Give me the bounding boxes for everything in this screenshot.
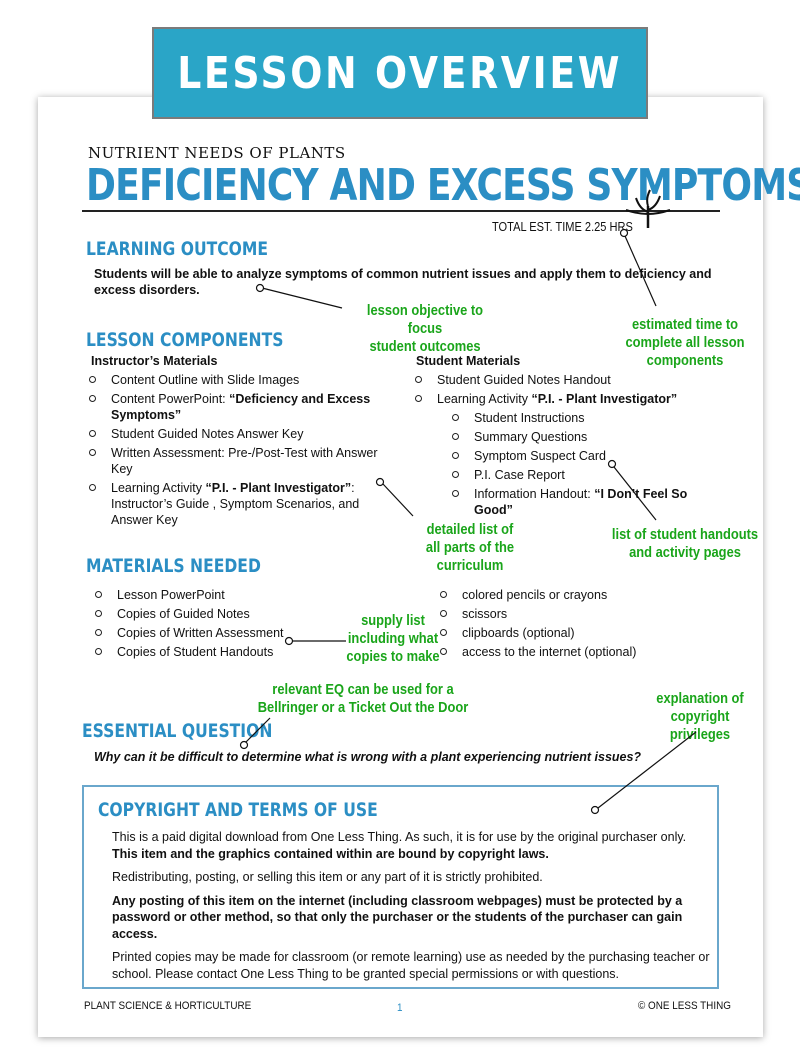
copyright-heading: COPYRIGHT AND TERMS OF USE (98, 799, 378, 821)
instructor-materials-list: Content Outline with Slide Images Conten… (89, 372, 379, 531)
list-item: Lesson PowerPoint (95, 587, 345, 603)
annotation-objective: lesson objective to focus student outcom… (366, 302, 484, 355)
list-item: Information Handout: “I Don’t Feel So Go… (452, 486, 702, 518)
footer-left: PLANT SCIENCE & HORTICULTURE (84, 1000, 252, 1012)
list-item: access to the internet (optional) (440, 644, 690, 660)
materials-right-list: colored pencils or crayons scissors clip… (440, 587, 690, 663)
copyright-paragraph: This is a paid digital download from One… (112, 830, 687, 844)
list-item: Student Instructions (452, 410, 702, 426)
list-item: Learning Activity “P.I. - Plant Investig… (415, 391, 715, 407)
student-materials-heading: Student Materials (416, 354, 521, 368)
list-item: clipboards (optional) (440, 625, 690, 641)
list-item: Copies of Written Assessment (95, 625, 345, 641)
footer-right: © ONE LESS THING (638, 1000, 731, 1012)
lesson-overview-banner: LESSON OVERVIEW (152, 27, 648, 119)
list-item: Copies of Guided Notes (95, 606, 345, 622)
list-item: P.I. Case Report (452, 467, 702, 483)
list-item: Learning Activity “P.I. - Plant Investig… (89, 480, 379, 528)
annotation-eq: relevant EQ can be used for a Bellringer… (257, 681, 469, 716)
banner-title: LESSON OVERVIEW (177, 47, 623, 99)
copyright-paragraph: Redistributing, posting, or selling this… (112, 870, 543, 884)
copyright-paragraph: Printed copies may be made for classroom… (112, 950, 710, 981)
list-item: Symptom Suspect Card (452, 448, 702, 464)
essential-question-heading: ESSENTIAL QUESTION (82, 720, 273, 742)
learning-outcome-heading: LEARNING OUTCOME (86, 238, 269, 260)
list-item: scissors (440, 606, 690, 622)
lesson-subtitle: NUTRIENT NEEDS OF PLANTS (88, 144, 346, 162)
annotation-handouts: list of student handouts and activity pa… (611, 526, 759, 561)
title-divider (82, 210, 720, 212)
annotation-supply: supply list including what copies to mak… (346, 612, 440, 665)
total-est-time: TOTAL EST. TIME 2.25 HRS (492, 219, 633, 234)
student-activity-sublist: Student Instructions Summary Questions S… (452, 410, 702, 521)
annotation-copyright: explanation of copyright privileges (656, 690, 744, 743)
materials-needed-heading: MATERIALS NEEDED (86, 555, 261, 577)
list-item: colored pencils or crayons (440, 587, 690, 603)
copyright-paragraph: This item and the graphics contained wit… (112, 846, 549, 861)
materials-left-list: Lesson PowerPoint Copies of Guided Notes… (95, 587, 345, 663)
plant-logo-icon (625, 189, 671, 228)
page-number: 1 (397, 1002, 403, 1014)
annotation-curriculum: detailed list of all parts of the curric… (425, 521, 515, 574)
learning-outcome-text: Students will be able to analyze symptom… (94, 267, 712, 297)
list-item: Copies of Student Handouts (95, 644, 345, 660)
list-item: Content PowerPoint: “Deficiency and Exce… (89, 391, 379, 423)
list-item: Written Assessment: Pre-/Post-Test with … (89, 445, 379, 477)
copyright-box: COPYRIGHT AND TERMS OF USE This is a pai… (82, 785, 719, 989)
lesson-title: DEFICIENCY AND EXCESS SYMPTOMS (86, 160, 800, 211)
list-item: Content Outline with Slide Images (89, 372, 379, 388)
lesson-components-heading: LESSON COMPONENTS (86, 329, 284, 351)
copyright-body: This is a paid digital download from One… (112, 829, 712, 982)
list-item: Student Guided Notes Handout (415, 372, 715, 388)
instructor-materials-heading: Instructor’s Materials (91, 354, 218, 368)
list-item: Student Guided Notes Answer Key (89, 426, 379, 442)
copyright-paragraph: Any posting of this item on the internet… (112, 893, 683, 941)
list-item: Summary Questions (452, 429, 702, 445)
student-materials-list: Student Guided Notes Handout Learning Ac… (415, 372, 715, 410)
essential-question-text: Why can it be difficult to determine wha… (94, 750, 642, 764)
annotation-est-time: estimated time to complete all lesson co… (625, 316, 745, 369)
